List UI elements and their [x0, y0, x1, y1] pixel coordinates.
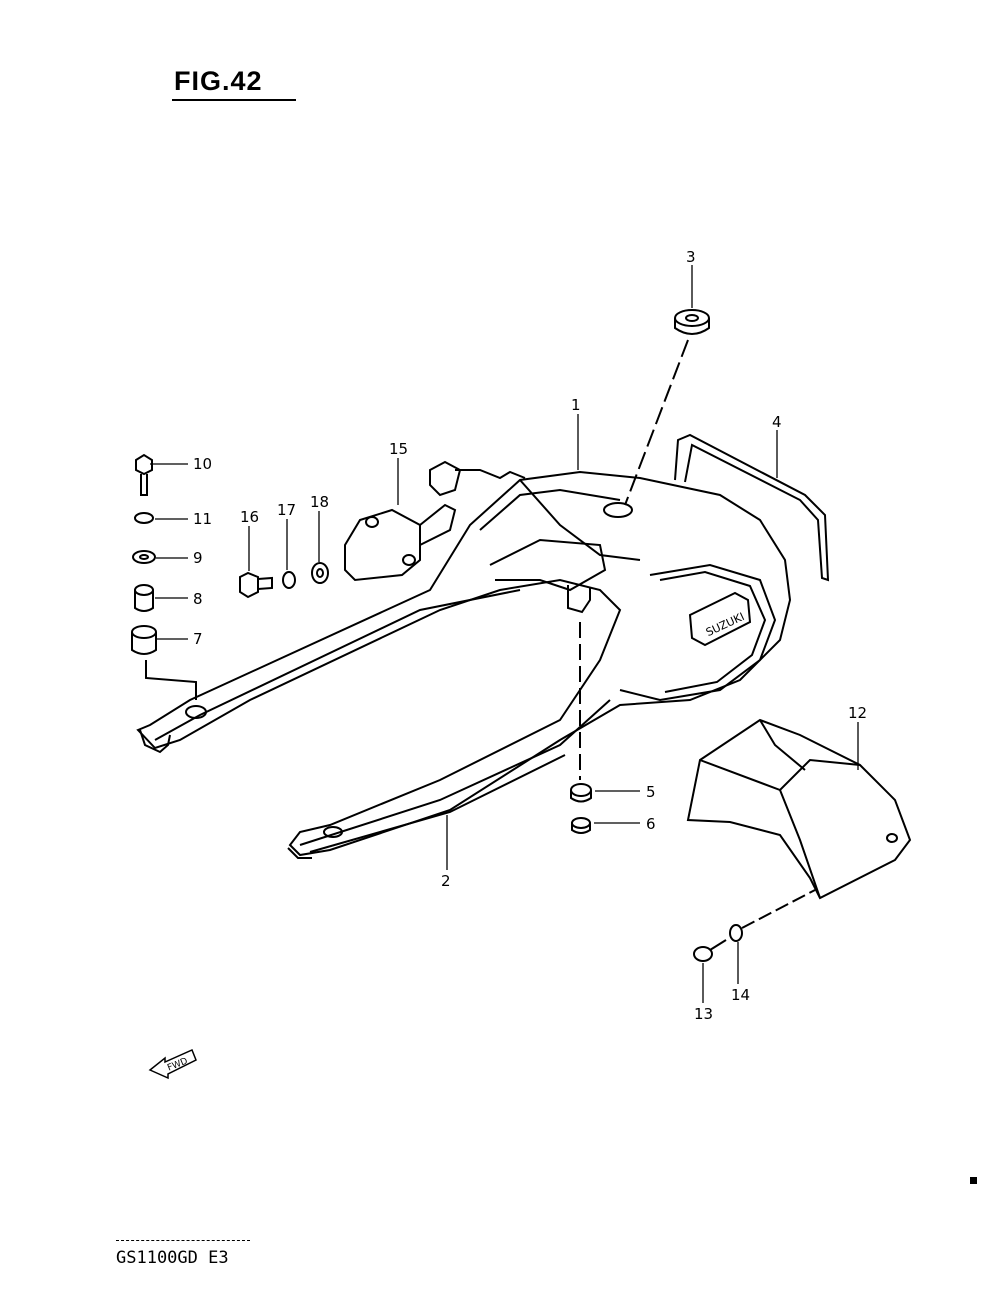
suzuki-badge: SUZUKI — [688, 591, 752, 647]
callout-18: 18 — [310, 493, 329, 511]
cushion-leader — [145, 660, 197, 700]
callout-leaders — [150, 265, 859, 1003]
collar-part-8 — [134, 584, 154, 612]
cover-part-12 — [686, 718, 912, 900]
screw-part-13 — [693, 939, 727, 962]
callout-9: 9 — [193, 549, 203, 567]
footer-rule — [116, 1240, 250, 1241]
page-marker — [970, 1177, 977, 1184]
callout-4: 4 — [772, 413, 782, 431]
callout-12: 12 — [848, 704, 867, 722]
callout-labels: 1 2 3 4 5 6 7 8 9 10 11 12 13 14 15 16 1… — [193, 248, 867, 1023]
spring-washer-part-17 — [282, 571, 296, 589]
callout-3: 3 — [686, 248, 696, 266]
callout-14: 14 — [731, 986, 750, 1004]
bolt-part-10 — [135, 453, 153, 496]
callout-7: 7 — [193, 630, 203, 648]
callout-8: 8 — [193, 590, 203, 608]
washer-part-11 — [134, 512, 154, 524]
grommet-leader — [624, 339, 689, 506]
bolt-part-16 — [239, 571, 273, 599]
washer-part-18 — [311, 562, 329, 584]
callout-16: 16 — [240, 508, 259, 526]
callout-6: 6 — [646, 815, 656, 833]
nut-part-5 — [570, 783, 592, 803]
cushion-part-7 — [131, 625, 157, 655]
callout-1: 1 — [571, 396, 581, 414]
cover-leader — [741, 889, 816, 929]
fwd-label: FWD — [166, 1056, 189, 1073]
callout-10: 10 — [193, 455, 212, 473]
washer-part-9 — [132, 550, 156, 564]
callout-13: 13 — [694, 1005, 713, 1023]
callout-2: 2 — [441, 872, 451, 890]
callout-5: 5 — [646, 783, 656, 801]
nut-part-6 — [571, 817, 591, 834]
washer-part-14 — [729, 924, 743, 942]
title-underline — [172, 99, 296, 101]
fwd-arrow-icon: FWD — [148, 1048, 197, 1080]
model-code: GS1100GD E3 — [116, 1248, 229, 1268]
callout-17: 17 — [277, 501, 296, 519]
trim-strip-part — [674, 433, 830, 582]
seat-lock-part — [344, 460, 526, 582]
grommet-part — [674, 309, 710, 335]
tail-cowl-part — [136, 470, 792, 859]
callout-15: 15 — [389, 440, 408, 458]
callout-11: 11 — [193, 510, 212, 528]
figure-title: FIG.42 — [174, 66, 263, 96]
